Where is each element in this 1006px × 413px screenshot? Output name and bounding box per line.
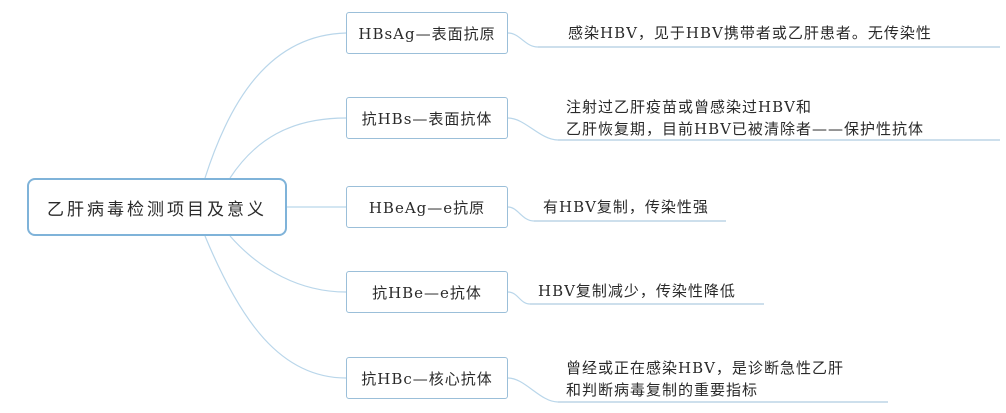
note-connector-4 xyxy=(507,291,531,305)
branch-hbeag[interactable]: HBeAg—e抗原 xyxy=(346,186,508,228)
note-line: 和判断病毒复制的重要指标 xyxy=(566,381,759,399)
note-connector-5 xyxy=(507,377,559,403)
note-connector-1 xyxy=(507,32,539,48)
note-line: 曾经或正在感染HBV，是诊断急性乙肝 xyxy=(566,359,844,377)
note-line: 感染HBV，见于HBV携带者或乙肝患者。无传染性 xyxy=(568,24,932,42)
note-anti-hbs[interactable]: 注射过乙肝疫苗或曾感染过HBV和 乙肝恢复期，目前HBV已被清除者——保护性抗体 xyxy=(566,96,924,140)
note-line: 乙肝恢复期，目前HBV已被清除者——保护性抗体 xyxy=(566,120,924,138)
note-anti-hbe[interactable]: HBV复制减少，传染性降低 xyxy=(538,280,736,302)
branch-anti-hbs[interactable]: 抗HBs—表面抗体 xyxy=(346,97,508,139)
note-anti-hbc[interactable]: 曾经或正在感染HBV，是诊断急性乙肝 和判断病毒复制的重要指标 xyxy=(566,357,844,401)
root-connector-1 xyxy=(204,32,347,179)
note-line: 有HBV复制，传染性强 xyxy=(543,198,709,216)
note-line: HBV复制减少，传染性降低 xyxy=(538,282,736,300)
note-line: 注射过乙肝疫苗或曾感染过HBV和 xyxy=(566,98,812,116)
note-connector-3 xyxy=(507,206,535,222)
root-connector-4 xyxy=(229,235,347,293)
branch-hbsag[interactable]: HBsAg—表面抗原 xyxy=(346,12,508,54)
branch-anti-hbe[interactable]: 抗HBe—e抗体 xyxy=(346,271,508,313)
note-hbsag[interactable]: 感染HBV，见于HBV携带者或乙肝患者。无传染性 xyxy=(568,22,932,44)
root-connector-5 xyxy=(204,235,347,379)
note-connector-2 xyxy=(507,117,559,141)
root-topic[interactable]: 乙肝病毒检测项目及意义 xyxy=(27,178,287,236)
root-connector-2 xyxy=(229,117,347,179)
note-hbeag[interactable]: 有HBV复制，传染性强 xyxy=(543,196,709,218)
branch-anti-hbc[interactable]: 抗HBc—核心抗体 xyxy=(346,357,508,399)
